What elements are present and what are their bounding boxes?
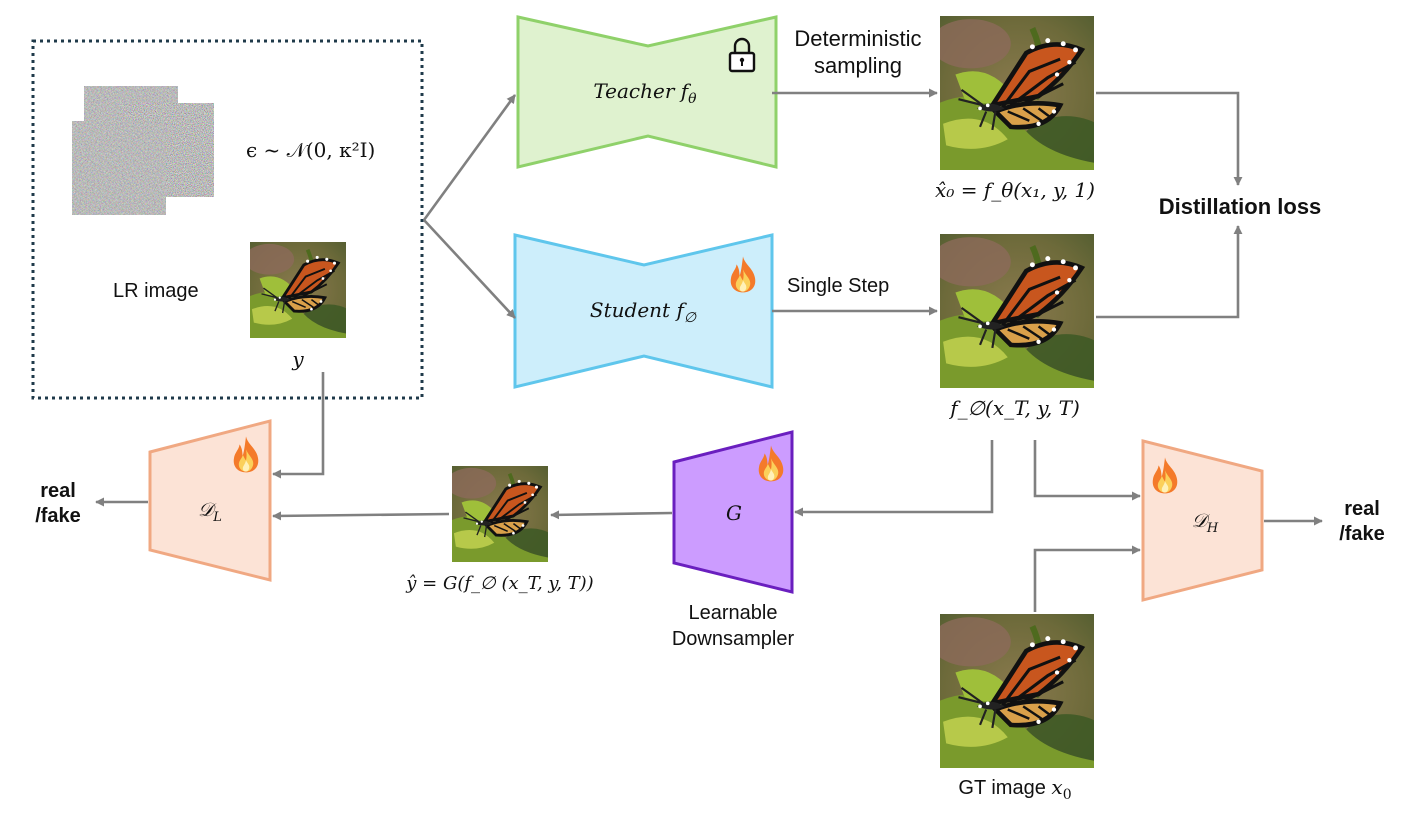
disc-high-output: real/fake: [1339, 497, 1385, 547]
teacher-label: Teacher fθ: [593, 79, 696, 107]
input-group-frame: [31, 39, 424, 400]
arrow-to-teacher: [422, 94, 517, 221]
lr-y-label: y: [292, 347, 304, 371]
gt-var: x: [1051, 775, 1063, 799]
disc-high-output-line2: /fake: [1339, 523, 1385, 545]
teacher-subscript: θ: [688, 91, 697, 107]
disc-high-output-line1: real: [1344, 498, 1380, 520]
disc-low-label: 𝒟L: [198, 499, 222, 525]
disc-high-label: 𝒟H: [1192, 510, 1219, 536]
disc-low-output-line1: real: [40, 480, 76, 502]
arrow-to-disc-low: [272, 511, 450, 521]
lr-image-label: LR image: [113, 280, 199, 302]
arrow-group: [95, 88, 1323, 612]
arrow-to-student: [423, 219, 516, 319]
gt-sub: 0: [1062, 787, 1072, 803]
disc-low-output: real/fake: [35, 479, 81, 529]
lr-image: [250, 242, 346, 338]
arrow-to-disc-high: [1033, 440, 1141, 501]
arrow-to-downsampler: [794, 440, 994, 517]
teacher-arrow-label: Deterministic sampling: [794, 26, 922, 78]
gt-label-text: GT image: [958, 777, 1046, 799]
lock-icon: [728, 37, 756, 73]
arrow-to-downsampled: [550, 510, 673, 520]
downsampler-label-line1: Learnable: [688, 602, 778, 624]
arrow-lr-to-disc-low: [272, 372, 325, 479]
student-label: Student f∅: [590, 298, 696, 326]
disc-low-subscript: L: [213, 509, 222, 525]
teacher-symbol: f: [680, 79, 689, 103]
downsampled-image: [452, 466, 548, 562]
downsampler-symbol: G: [726, 501, 742, 525]
teacher-output-image: [931, 16, 1113, 178]
student-symbol: f: [676, 298, 684, 322]
disc-high-symbol: 𝒟: [1191, 510, 1207, 532]
gt-image: [931, 614, 1113, 776]
teacher-name: Teacher: [593, 79, 675, 103]
distillation-loss-label: Distillation loss: [1158, 194, 1322, 219]
student-arrow-label: Single Step: [787, 275, 890, 297]
disc-low-symbol: 𝒟: [198, 499, 214, 521]
noise-image-stack: [71, 86, 215, 216]
gt-image-label: GT image x0: [958, 775, 1071, 803]
teacher-network: [516, 15, 778, 169]
disc-low-output-line2: /fake: [35, 505, 81, 527]
student-output-label: f_∅(x_T, y, T): [950, 396, 1080, 420]
student-name: Student: [589, 298, 671, 322]
noise-formula: ϵ ~ 𝒩(0, κ²I): [246, 138, 376, 162]
downsampler-label-line2: Downsampler: [671, 628, 795, 650]
arrow-gt-to-disc-high: [1033, 545, 1141, 612]
teacher-output-label: x̂₀ = f_θ(x₁, y, 1): [935, 178, 1095, 202]
arrow-teacher-to-loss: [1096, 91, 1243, 186]
downsampled-output-label: ŷ = G(f_∅ (x_T, y, T)): [406, 573, 594, 594]
disc-high-subscript: H: [1206, 520, 1219, 536]
arrow-student-to-loss: [1096, 225, 1243, 319]
student-output-image: [931, 234, 1113, 396]
student-network: [513, 233, 774, 389]
student-subscript: ∅: [683, 310, 697, 326]
